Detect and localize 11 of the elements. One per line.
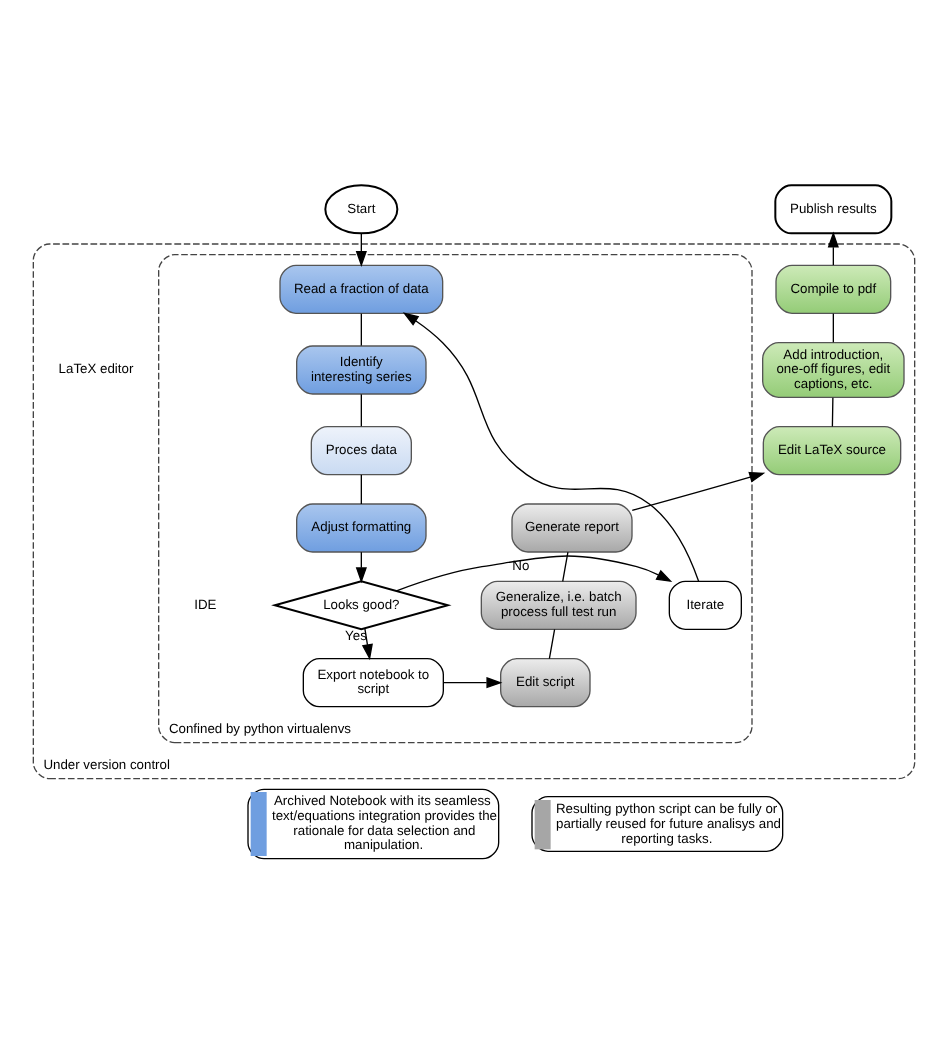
connector (562, 550, 569, 581)
arrow (402, 311, 700, 581)
arrow (442, 676, 503, 688)
arrow (631, 470, 766, 510)
connector (831, 396, 834, 427)
arrow (395, 554, 673, 591)
connector (360, 312, 362, 346)
connector (360, 473, 362, 504)
connector (832, 312, 834, 342)
connector (360, 392, 362, 426)
connector (548, 627, 556, 659)
